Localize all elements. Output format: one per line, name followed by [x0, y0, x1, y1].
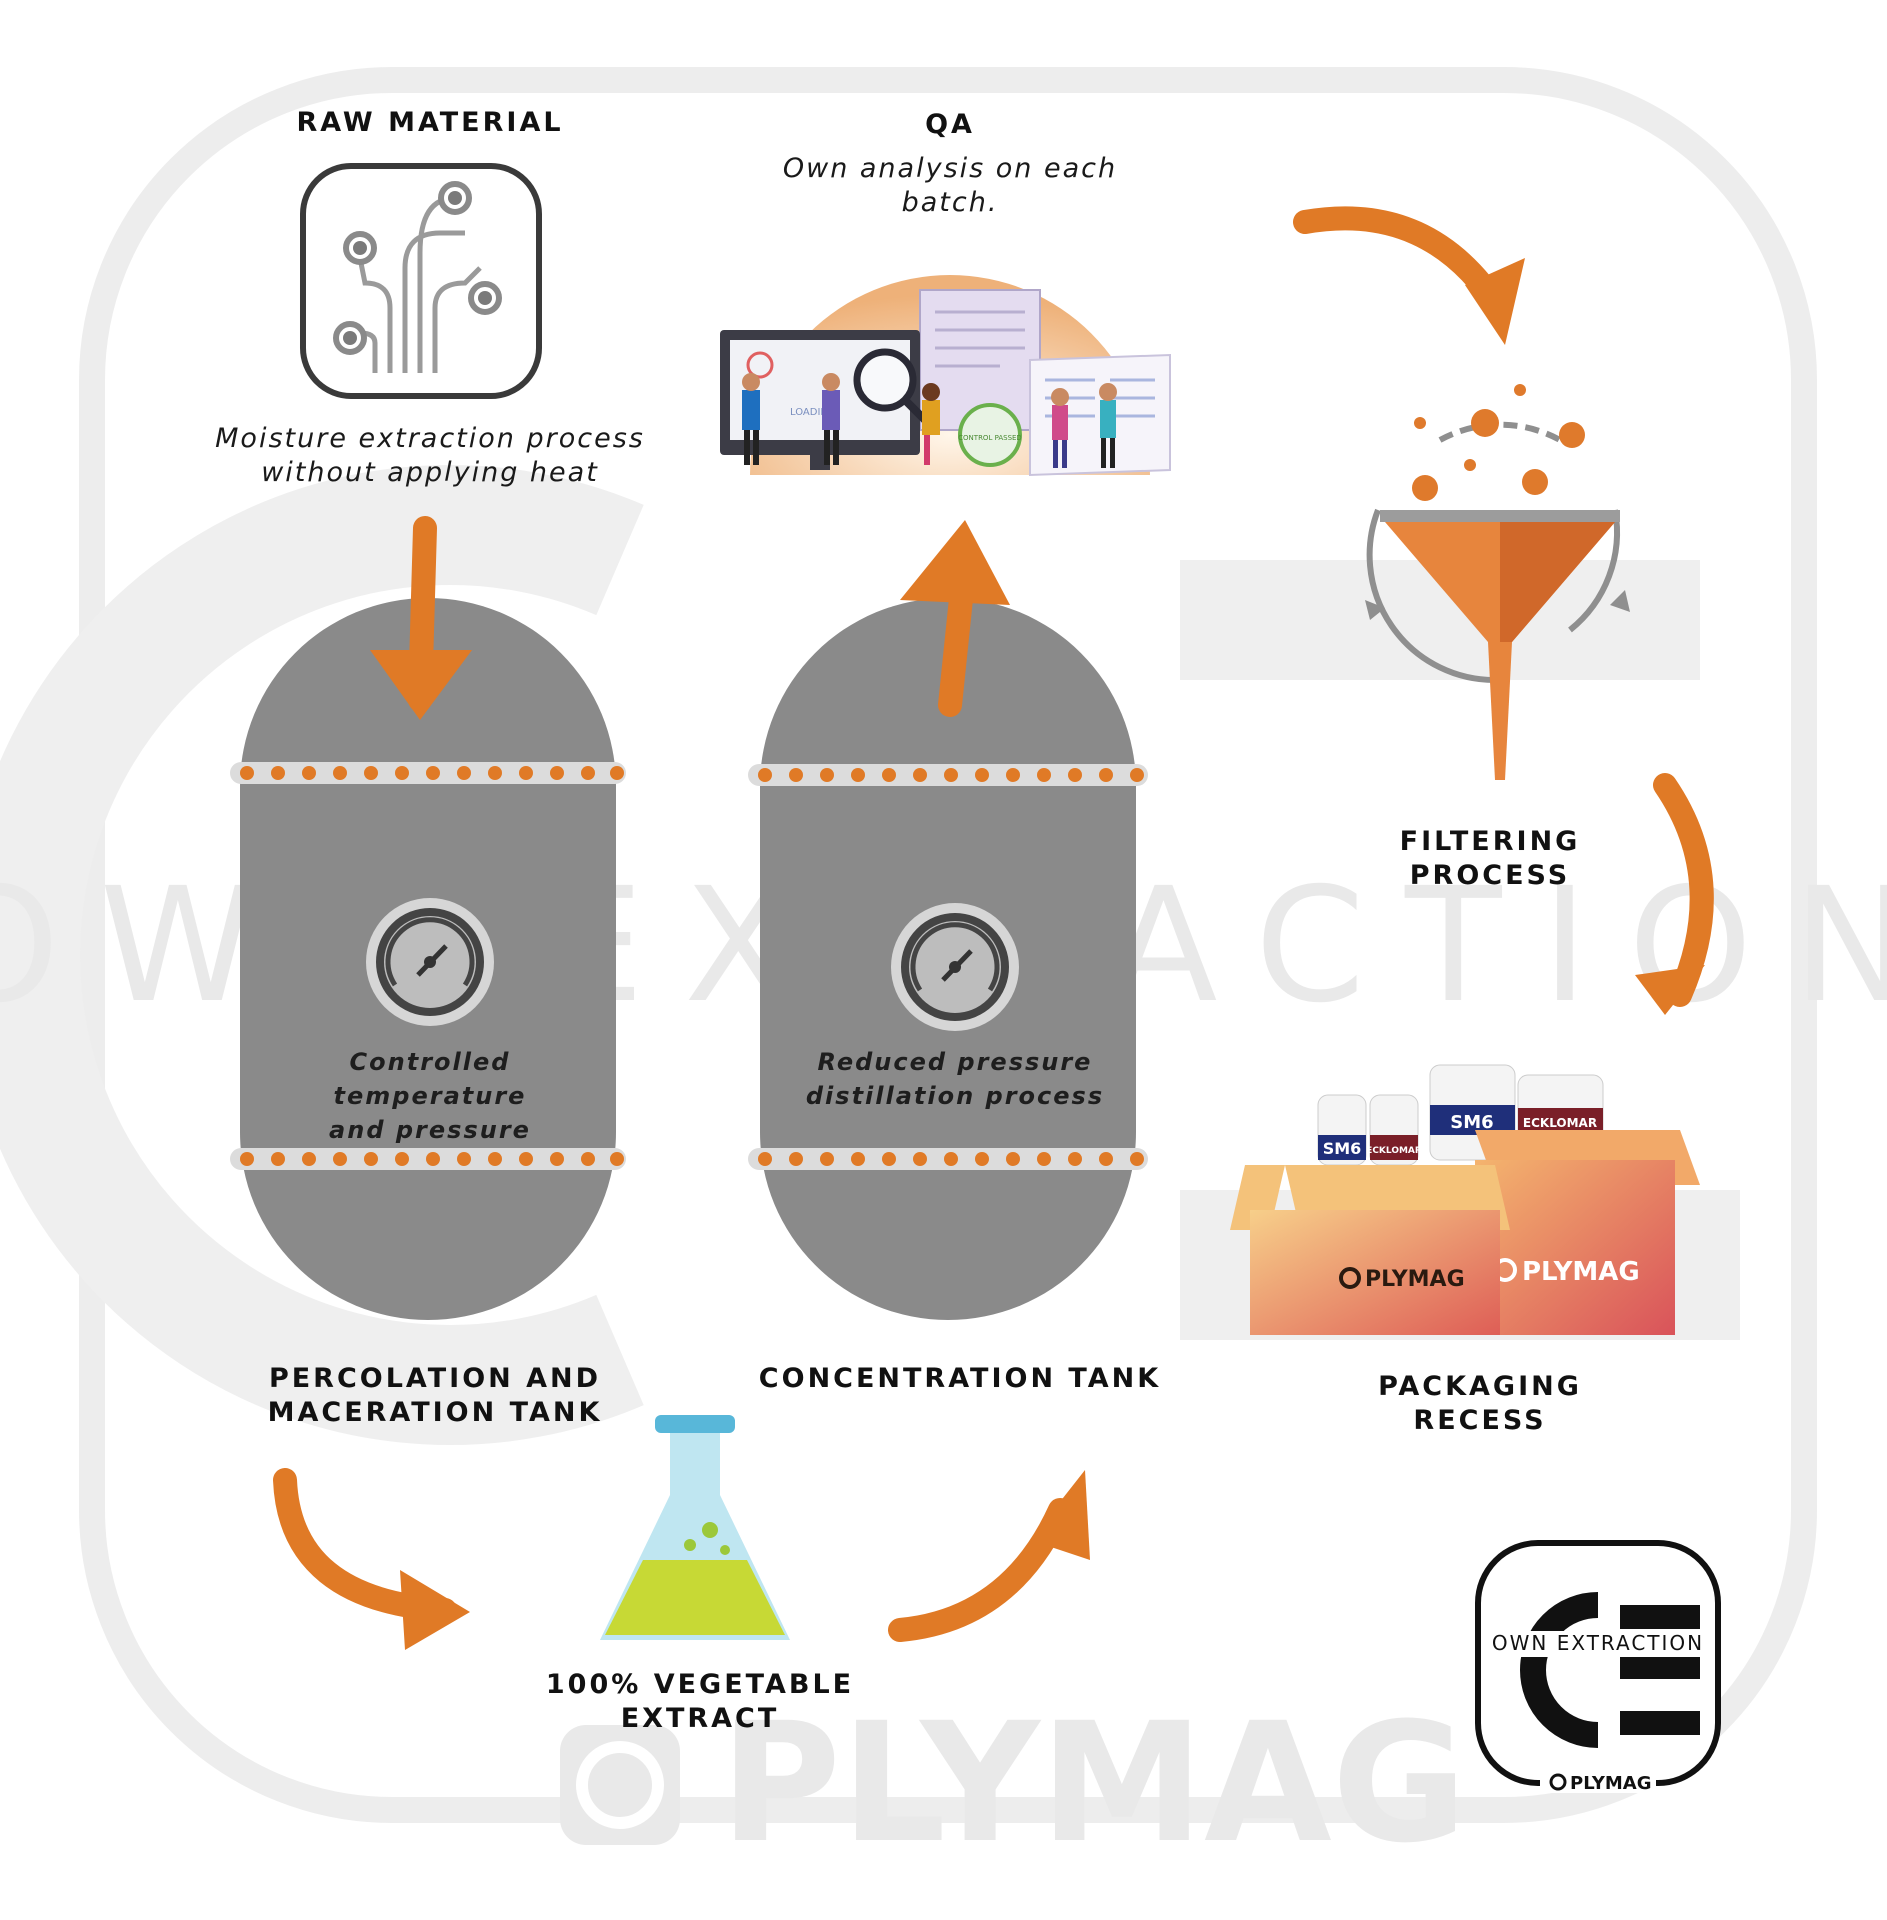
box-brand-label: PLYMAG — [1522, 1257, 1640, 1287]
concentration-tank — [748, 598, 1148, 1320]
gauge-icon — [366, 898, 494, 1026]
filtering-title-line2: PROCESS — [1409, 860, 1571, 891]
percolation-tank-title: PERCOLATION AND MACERATION TANK — [240, 1362, 630, 1430]
packaging-title-line1: PACKAGING — [1378, 1371, 1582, 1402]
filter-funnel-icon — [1365, 384, 1630, 780]
concentration-tank-text-line1: Reduced pressure — [817, 1048, 1093, 1076]
raw-material-caption-line2: without applying heat — [261, 457, 599, 488]
concentration-tank-rivets-top — [758, 768, 1144, 782]
cycle-arrowhead-icon — [1610, 590, 1630, 612]
concentration-tank-rivets-bottom — [758, 1152, 1144, 1166]
packaging-illustration: SM6 ECKLOMAR SM6 ECKLOMAR PLYMAG PLYMAG — [1230, 1064, 1700, 1335]
cycle-arrowhead-icon — [1365, 600, 1385, 620]
concentration-tank-text-line2: distillation process — [805, 1082, 1105, 1110]
gauge-icon — [891, 903, 1019, 1031]
bottle-label: SM6 — [1323, 1139, 1362, 1158]
percolation-tank-title-line1: PERCOLATION AND — [268, 1363, 602, 1394]
logo-o-shape — [1520, 1592, 1599, 1748]
percolation-tank-rivets-top — [240, 766, 624, 780]
logo-e-bar — [1620, 1657, 1700, 1679]
watermark-bottom-brand-text: PLYMAG — [720, 1687, 1467, 1879]
watermark-o-shape — [0, 465, 644, 1445]
raw-material-icon — [300, 163, 542, 399]
qa-caption-line2: batch. — [901, 187, 999, 218]
percolation-tank-text-line2: and pressure — [329, 1116, 531, 1144]
percolation-tank-text-line1: Controlled temperature — [333, 1048, 527, 1110]
qa-caption: Own analysis on each batch. — [740, 152, 1160, 220]
raw-material-caption-line1: Moisture extraction process — [215, 423, 645, 454]
funnel-rim — [1380, 510, 1620, 522]
box-left: PLYMAG — [1230, 1165, 1510, 1335]
watermark-rounded-frame — [79, 67, 1817, 1823]
flask-icon — [600, 1415, 790, 1640]
filtering-title-line1: FILTERING — [1399, 826, 1581, 857]
percolation-tank — [230, 598, 626, 1320]
qa-loading-label: LOADING — [790, 407, 836, 418]
arrow-qa-to-filter — [1293, 206, 1512, 322]
logo-e-bar — [1620, 1711, 1700, 1735]
extract-title: 100% VEGETABLE EXTRACT — [540, 1668, 860, 1736]
qa-illustration: LOADING CONTROL PASSED — [720, 275, 1171, 477]
filtering-title: FILTERING PROCESS — [1360, 825, 1620, 893]
funnel-stem — [1488, 642, 1512, 780]
raw-material-caption: Moisture extraction process without appl… — [170, 422, 690, 490]
arrowhead-icon — [1635, 965, 1705, 1015]
box-right: PLYMAG — [1475, 1130, 1700, 1335]
percolation-tank-rivets-bottom — [240, 1152, 624, 1166]
extract-title-line2: EXTRACT — [620, 1703, 780, 1734]
bottle-label: ECKLOMAR — [1366, 1146, 1422, 1156]
packaging-title: PACKAGING RECESS — [1360, 1370, 1600, 1438]
control-passed-stamp-icon — [958, 403, 1022, 467]
watermark-bottom-brand: PLYMAG — [560, 1687, 1467, 1879]
magnifier-icon — [853, 348, 917, 412]
bottle-sm6-small: SM6 — [1317, 1094, 1367, 1166]
logo-brand: PLYMAG — [1570, 1773, 1652, 1794]
arrowhead-icon — [1465, 258, 1525, 345]
bottle-ecklomar-small: ECKLOMAR — [1366, 1094, 1422, 1166]
box-brand-label: PLYMAG — [1365, 1267, 1465, 1292]
flask-cap — [655, 1415, 735, 1433]
percolation-tank-text: Controlled temperature and pressure — [255, 1045, 605, 1147]
percolation-tank-title-line2: MACERATION TANK — [267, 1397, 603, 1428]
arrowhead-up-icon — [900, 520, 1010, 605]
bottle-label: SM6 — [1450, 1112, 1493, 1133]
concentration-tank-text: Reduced pressure distillation process — [780, 1045, 1130, 1113]
logo-e-bar — [1620, 1605, 1700, 1629]
logo-text: OWN EXTRACTION — [1492, 1631, 1704, 1655]
arrowhead-down-icon — [370, 650, 472, 720]
extract-title-line1: 100% VEGETABLE — [545, 1669, 855, 1700]
bottle-label: ECKLOMAR — [1523, 1116, 1597, 1130]
arrow-filter-to-packaging — [1653, 773, 1714, 1007]
packaging-title-line2: RECESS — [1413, 1405, 1547, 1436]
arrowhead-icon — [1030, 1470, 1090, 1560]
arrowhead-icon — [400, 1570, 470, 1650]
qa-stamp-label: CONTROL PASSED — [958, 434, 1022, 442]
own-extraction-logo: OWN EXTRACTION PLYMAG — [1475, 1540, 1721, 1794]
arrow-extract-to-concentration — [888, 1498, 1072, 1642]
concentration-tank-title: CONCENTRATION TANK — [758, 1363, 1162, 1394]
qa-title: QA — [925, 109, 975, 140]
flask-liquid — [605, 1560, 785, 1635]
qa-caption-line1: Own analysis on each — [782, 153, 1118, 184]
raw-material-title: RAW MATERIAL — [296, 107, 564, 138]
qa-people-icons — [742, 373, 1117, 468]
filter-droplets — [1412, 384, 1585, 501]
